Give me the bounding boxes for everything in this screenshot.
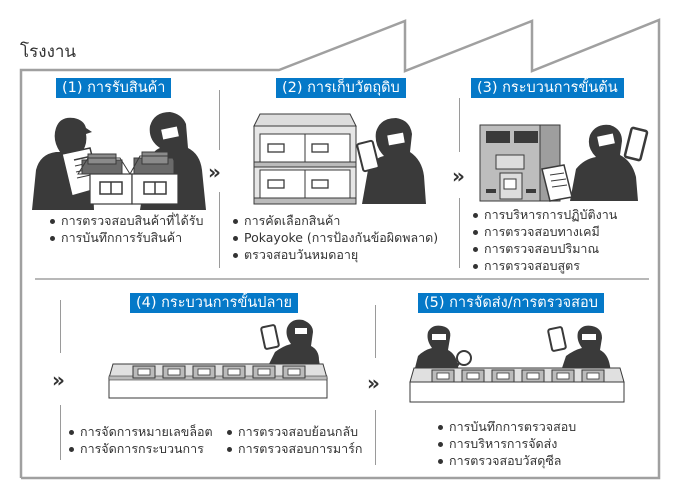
worker-with-scanner-icon [547, 325, 612, 380]
list-item: การตรวจสอบปริมาณ [472, 240, 617, 257]
step-2-items: การคัดเลือกสินค้า Pokayoke (การป้องกันข้… [232, 212, 438, 263]
parts-box-icon [129, 151, 181, 205]
list-item: การตรวจสอบการมาร์ก [226, 440, 362, 457]
step-4-items-col1: การจัดการหมายเลขล็อต การจัดการกระบวนการ [68, 423, 213, 457]
storage-illustration [253, 113, 426, 205]
divider [459, 198, 460, 268]
step-4-items-col2: การตรวจสอบย้อนกลับ การตรวจสอบการมาร์ก [226, 423, 362, 457]
step-5-items: การบันทึกการตรวจสอบ การบริหารการจัดส่ง ก… [437, 418, 576, 469]
step-1-items: การตรวจสอบสินค้าที่ได้รับ การบันทึกการรั… [49, 212, 203, 246]
list-item: การคัดเลือกสินค้า [232, 212, 438, 229]
flow-arrow-icon: » [452, 164, 465, 188]
step-4-label: (4) กระบวนการขั้นปลาย [130, 293, 299, 313]
step-3-label: (3) กระบวนการขั้นต้น [471, 78, 624, 98]
step-2-label: (2) การเก็บวัตถุดิบ [276, 78, 406, 98]
list-item: การตรวจสอบย้อนกลับ [226, 423, 362, 440]
list-item: การบริหารการจัดส่ง [437, 435, 576, 452]
flow-arrow-icon: » [52, 368, 65, 392]
page-title: โรงงาน [20, 42, 77, 62]
divider [459, 98, 460, 152]
product-package-icon [222, 365, 246, 379]
product-package-icon [192, 365, 216, 379]
primary-process-illustration [479, 124, 649, 202]
worker-with-scanner-icon [356, 118, 426, 204]
list-item: การบันทึกการรับสินค้า [49, 229, 203, 246]
step-1-label: (1) การรับสินค้า [56, 78, 172, 98]
list-item: การจัดการกระบวนการ [68, 440, 213, 457]
worker-with-clipboard-icon [541, 124, 638, 202]
handheld-scanner-icon [623, 126, 649, 162]
parts-box-icon [77, 153, 133, 205]
product-package-icon [461, 369, 485, 383]
divider [60, 300, 61, 353]
product-package-icon [431, 369, 455, 383]
step-3-items: การบริหารการปฏิบัติงาน การตรวจสอบทางเคมี… [472, 206, 617, 274]
secondary-process-illustration [108, 319, 328, 399]
list-item: การบริหารการปฏิบัติงาน [472, 206, 617, 223]
list-item: การบันทึกการตรวจสอบ [437, 418, 576, 435]
list-item: การตรวจสอบวัสดุซีล [437, 452, 576, 469]
product-package-icon [581, 369, 605, 383]
product-package-icon [551, 369, 575, 383]
divider [375, 305, 376, 358]
storage-shelf-icon [253, 113, 357, 205]
divider [60, 405, 61, 460]
worker-with-scanner-icon [260, 319, 321, 372]
product-package-icon [491, 369, 515, 383]
worker-with-magnifier-icon [412, 325, 472, 380]
product-package-icon [162, 365, 186, 379]
list-item: Pokayoke (การป้องกันข้อผิดพลาด) [232, 229, 438, 246]
divider [375, 410, 376, 465]
list-item: ตรวจสอบวันหมดอายุ [232, 246, 438, 263]
step-5-label: (5) การจัดส่ง/การตรวจสอบ [418, 293, 604, 313]
magnifier-icon [452, 350, 472, 371]
divider [219, 90, 220, 150]
product-package-icon [521, 369, 545, 383]
divider [219, 192, 220, 268]
list-item: การตรวจสอบทางเคมี [472, 223, 617, 240]
flow-arrow-icon: » [367, 371, 380, 395]
product-package-icon [252, 365, 276, 379]
product-package-icon [282, 365, 306, 379]
list-item: การตรวจสอบสูตร [472, 257, 617, 274]
list-item: การตรวจสอบสินค้าที่ได้รับ [49, 212, 203, 229]
product-package-icon [132, 365, 156, 379]
receiving-illustration [32, 112, 206, 210]
list-item: การจัดการหมายเลขล็อต [68, 423, 213, 440]
shipping-illustration [409, 325, 625, 403]
